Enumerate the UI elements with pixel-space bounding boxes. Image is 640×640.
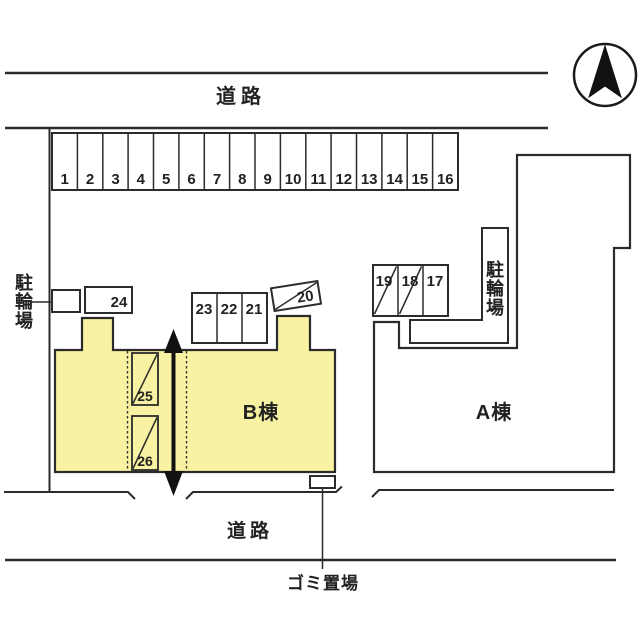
bicycle-label-right-char: 場: [486, 298, 504, 318]
parking-row-a-upper: 19 18 17: [372, 264, 449, 317]
curb-line-b-right: [185, 485, 343, 500]
parking-space-20: 20: [269, 279, 323, 313]
parking-space-24-box: [84, 286, 133, 314]
parking-space-label: 14: [386, 171, 403, 188]
parking-space-label: 3: [111, 171, 119, 188]
parking-space-label: 16: [437, 171, 454, 188]
parking-space-label: 10: [285, 171, 302, 188]
hatch-diagonal: [398, 266, 423, 315]
parking-row-b-upper: 23 22 21: [191, 292, 268, 344]
parking-row-top: 1 2 3 4 5 6 7 8 9 10 11 12 13 14 15 16: [51, 132, 459, 191]
compass-north-icon: [572, 42, 638, 108]
arrow-head-up: [164, 329, 183, 353]
road-bottom-label: 道路: [227, 519, 273, 542]
bicycle-label-left-char: 輪: [15, 291, 34, 312]
parking-space-label: 13: [361, 171, 378, 188]
hatch-diagonal: [132, 354, 158, 404]
parking-space-label: 24: [111, 294, 128, 311]
bicycle-label-right-char: 輪: [486, 278, 505, 299]
garbage-label: ゴミ置場: [287, 573, 359, 593]
garbage-area-box: [309, 475, 336, 489]
building-a-outline: [372, 153, 632, 474]
parking-space-label: 8: [238, 171, 246, 188]
hatch-diagonal: [132, 417, 158, 469]
bicycle-label-right: 駐 輪 場: [486, 259, 505, 318]
compass-needle-icon: [588, 44, 622, 99]
parking-space-25: 25: [131, 352, 159, 406]
bicycle-area-a-outline: [409, 227, 509, 344]
parking-space-label: 9: [264, 171, 272, 188]
hatch-diagonal: [274, 281, 318, 311]
bicycle-label-left-char: 駐: [15, 272, 33, 293]
bicycle-area-b-box: [51, 289, 81, 313]
bicycle-label-right-char: 駐: [486, 259, 504, 280]
hatch-diagonal: [373, 266, 398, 315]
parking-space-label: 11: [310, 171, 326, 188]
bicycle-label-left-char: 場: [15, 311, 33, 331]
parking-space-label: 26: [137, 453, 153, 469]
parking-row-b-outline: [191, 292, 268, 344]
parking-space-label: 25: [137, 388, 153, 404]
parking-space-label: 21: [246, 301, 263, 318]
two-way-arrow-icon: [164, 329, 183, 496]
road-top-label: 道路: [216, 84, 266, 108]
parking-space-label: 7: [213, 171, 221, 188]
curb-line-a: [371, 489, 614, 498]
building-a-label: A棟: [476, 400, 512, 424]
parking-space-label: 15: [412, 171, 429, 188]
curb-line-b-left: [4, 491, 136, 500]
parking-space-label: 17: [427, 273, 444, 290]
parking-space-label: 5: [162, 171, 170, 188]
parking-space-label: 20: [296, 287, 315, 306]
parking-row-top-dividers: [76, 133, 434, 190]
parking-space-24: 24: [84, 286, 133, 314]
building-b-outline: [53, 314, 337, 474]
parking-space-label: 23: [196, 301, 213, 318]
parking-space-label: 1: [61, 171, 69, 188]
parking-space-label: 19: [376, 273, 393, 290]
parking-space-label: 4: [137, 171, 146, 188]
parking-space-label: 6: [187, 171, 195, 188]
bicycle-label-left: 駐 輪 場: [15, 272, 34, 331]
arrow-head-down: [164, 471, 183, 496]
parking-space-26: 26: [131, 415, 159, 471]
parking-space-label: 18: [402, 273, 419, 290]
parking-space-label: 12: [335, 171, 352, 188]
compass-circle: [572, 42, 638, 108]
parking-space-label: 22: [221, 301, 238, 318]
building-b-label: B棟: [243, 400, 279, 424]
parking-space-label: 2: [86, 171, 94, 188]
